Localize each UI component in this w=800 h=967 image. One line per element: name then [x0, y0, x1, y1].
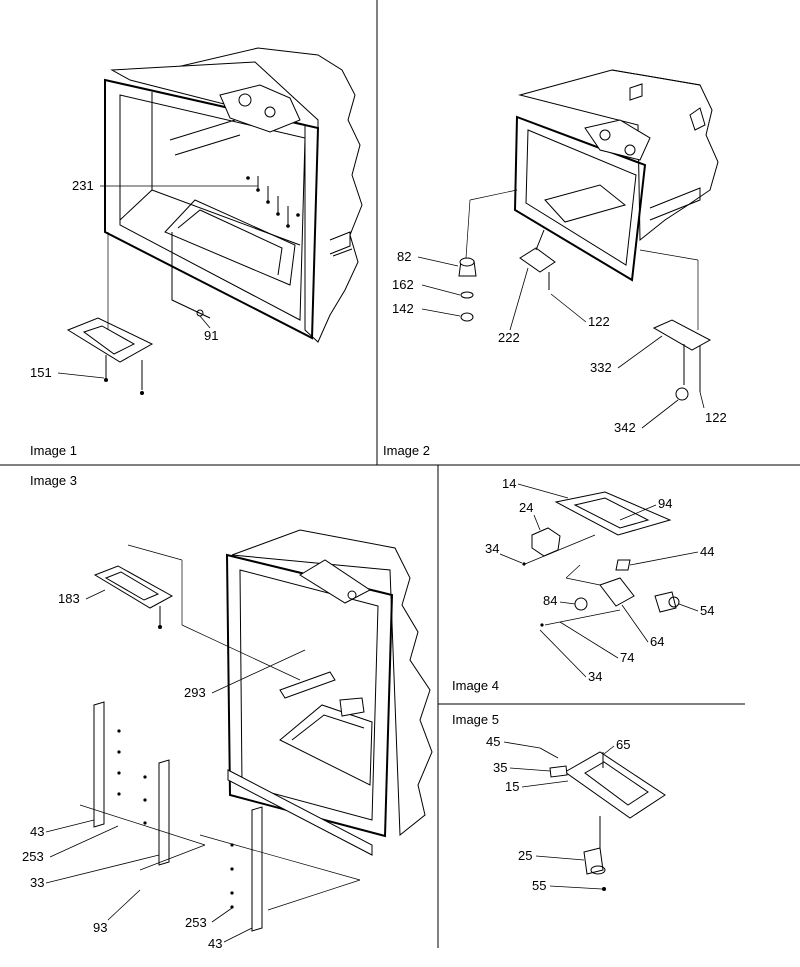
label-91: 91: [204, 328, 218, 343]
label-183: 183: [58, 591, 80, 606]
label-151: 151: [30, 365, 52, 380]
label-45: 45: [486, 734, 500, 749]
image-2-panel: 82 162 142 222 122 332 342 122 Image 2: [383, 69, 727, 458]
image-1-screws: [246, 176, 300, 228]
label-65: 65: [616, 737, 630, 752]
label-15: 15: [505, 779, 519, 794]
label-332: 332: [590, 360, 612, 375]
label-64: 64: [650, 634, 664, 649]
image-4-caption: Image 4: [452, 678, 499, 693]
image-5-labels: 45 65 35 15 25 55: [486, 734, 630, 893]
label-93: 93: [93, 920, 107, 935]
image-1-labels: 231 91 151: [30, 178, 258, 380]
image-5-caption: Image 5: [452, 712, 499, 727]
label-24: 24: [519, 500, 533, 515]
label-142: 142: [392, 301, 414, 316]
image-1-caption: Image 1: [30, 443, 77, 458]
image-3-cabinet-drawing: [225, 529, 433, 856]
label-222: 222: [498, 330, 520, 345]
image-3-rail-screws: [117, 729, 234, 909]
label-34a: 34: [485, 541, 499, 556]
image-3-panel: 183 293 43 253 33 93 253 43 Image 3: [22, 473, 433, 951]
label-342: 342: [614, 420, 636, 435]
image-4-panel: 14 24 94 34 44 84 54 64 74 34 Image 4: [452, 476, 714, 693]
image-5-panel: 45 65 35 15 25 55 Image 5: [452, 712, 666, 893]
image-2-caption: Image 2: [383, 443, 430, 458]
label-74: 74: [620, 650, 634, 665]
image-5-assembly: [539, 747, 666, 891]
label-253b: 253: [185, 915, 207, 930]
image-2-cabinet-drawing: [513, 69, 719, 282]
image-3-caption: Image 3: [30, 473, 77, 488]
image-2-parts: [458, 229, 712, 401]
label-35: 35: [493, 760, 507, 775]
image-3-labels: 183 293 43 253 33 93 253 43: [22, 589, 306, 951]
label-122a: 122: [588, 314, 610, 329]
label-44: 44: [700, 544, 714, 559]
label-43b: 43: [208, 936, 222, 951]
image-4-assembly: [522, 491, 680, 627]
image-2-labels: 82 162 142 222 122 332 342 122: [392, 249, 727, 435]
image-3-rails: [79, 701, 361, 932]
label-25: 25: [518, 848, 532, 863]
label-293: 293: [184, 685, 206, 700]
image-3-bracket: [93, 544, 301, 681]
label-253a: 253: [22, 849, 44, 864]
label-14: 14: [502, 476, 516, 491]
image-1-bracket: [66, 232, 154, 395]
label-162: 162: [392, 277, 414, 292]
label-82: 82: [397, 249, 411, 264]
label-34b: 34: [588, 669, 602, 684]
label-84: 84: [543, 593, 557, 608]
label-231: 231: [72, 178, 94, 193]
image-1-panel: 231 91 151 Image 1: [30, 47, 363, 458]
label-54: 54: [700, 603, 714, 618]
image-4-labels: 14 24 94 34 44 84 54 64 74 34: [485, 476, 714, 684]
image-1-cabinet-drawing: [104, 47, 363, 343]
label-122b: 122: [705, 410, 727, 425]
label-55: 55: [532, 878, 546, 893]
label-94: 94: [658, 496, 672, 511]
label-43a: 43: [30, 824, 44, 839]
label-33: 33: [30, 875, 44, 890]
